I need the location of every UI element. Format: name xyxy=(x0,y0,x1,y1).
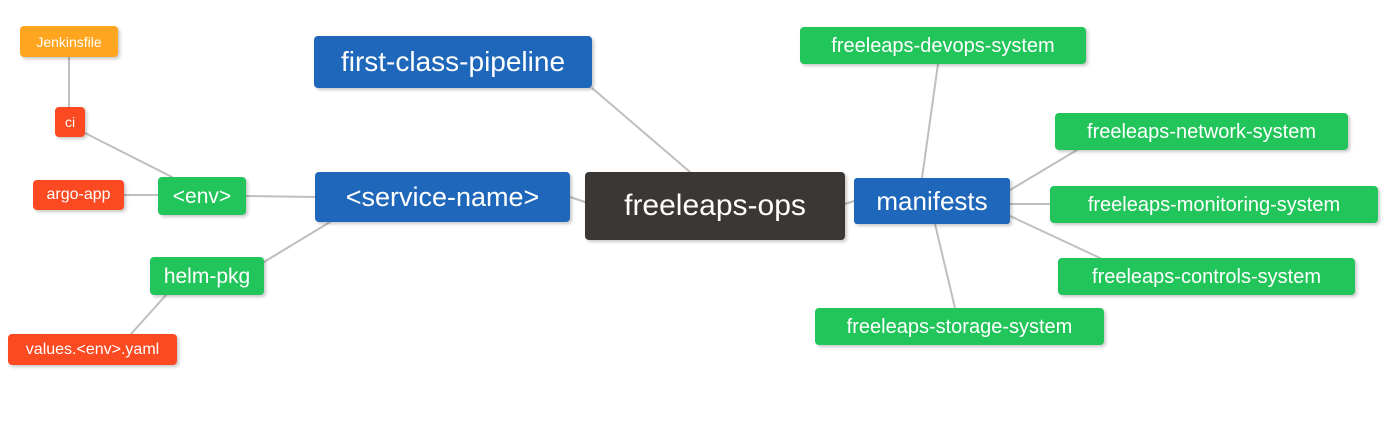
edge-service-helm xyxy=(263,221,331,263)
node-freeleaps-devops-system[interactable]: freeleaps-devops-system xyxy=(800,27,1086,64)
node-label-values-env-yaml: values.<env>.yaml xyxy=(25,340,160,358)
node-label-freeleaps-storage-system: freeleaps-storage-system xyxy=(846,315,1073,338)
edge-manifests-devops xyxy=(921,63,939,179)
node-label-helm-pkg: helm-pkg xyxy=(163,264,251,288)
node-label-freeleaps-controls-system: freeleaps-controls-system xyxy=(1092,265,1321,288)
edge-service-env xyxy=(245,195,316,198)
node-ci[interactable]: ci xyxy=(55,107,85,137)
node-label-freeleaps-network-system: freeleaps-network-system xyxy=(1087,120,1316,143)
node-label-jenkinsfile: Jenkinsfile xyxy=(36,33,102,50)
node-label-service-name: <service-name> xyxy=(345,181,540,212)
node-label-env: <env> xyxy=(172,184,232,208)
node-argo-app[interactable]: argo-app xyxy=(33,180,124,210)
edge-ops-pipeline xyxy=(591,87,691,173)
node-label-manifests: manifests xyxy=(876,186,988,216)
edge-ops-manifests xyxy=(844,200,855,205)
node-env[interactable]: <env> xyxy=(158,177,246,215)
node-label-freeleaps-devops-system: freeleaps-devops-system xyxy=(831,34,1055,57)
node-helm-pkg[interactable]: helm-pkg xyxy=(150,257,264,295)
node-label-argo-app: argo-app xyxy=(46,186,111,203)
edge-manifests-network xyxy=(1009,149,1078,191)
node-values-env-yaml[interactable]: values.<env>.yaml xyxy=(8,334,177,365)
node-label-first-class-pipeline: first-class-pipeline xyxy=(340,46,566,77)
node-jenkinsfile[interactable]: Jenkinsfile xyxy=(20,26,118,57)
node-freeleaps-ops[interactable]: freeleaps-ops xyxy=(585,172,845,240)
node-freeleaps-monitoring-system[interactable]: freeleaps-monitoring-system xyxy=(1050,186,1378,223)
node-service-name[interactable]: <service-name> xyxy=(315,172,570,222)
node-freeleaps-controls-system[interactable]: freeleaps-controls-system xyxy=(1058,258,1355,295)
edge-helm-values xyxy=(130,294,167,335)
node-label-ci: ci xyxy=(64,114,76,130)
edge-env-ci xyxy=(84,132,173,178)
edge-ops-service xyxy=(569,196,586,203)
node-label-freeleaps-ops: freeleaps-ops xyxy=(624,189,806,222)
node-freeleaps-storage-system[interactable]: freeleaps-storage-system xyxy=(815,308,1104,345)
node-manifests[interactable]: manifests xyxy=(854,178,1010,224)
node-first-class-pipeline[interactable]: first-class-pipeline xyxy=(314,36,592,88)
edge-manifests-storage xyxy=(934,223,956,309)
node-label-freeleaps-monitoring-system: freeleaps-monitoring-system xyxy=(1087,193,1341,216)
node-freeleaps-network-system[interactable]: freeleaps-network-system xyxy=(1055,113,1348,150)
